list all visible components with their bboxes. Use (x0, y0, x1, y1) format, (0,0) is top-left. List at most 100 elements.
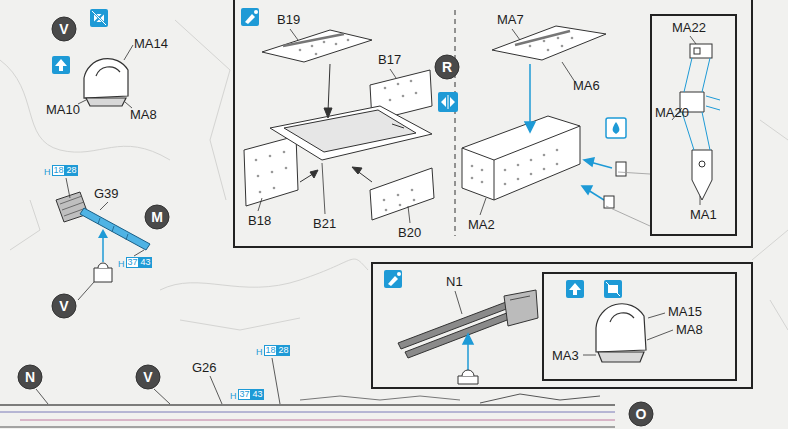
mount-part (458, 370, 478, 384)
mirror-icon (438, 92, 458, 112)
background-sketch (10, 200, 300, 330)
step-circle: V (52, 17, 76, 41)
glue-icon (606, 118, 626, 138)
bracket-part (699, 161, 705, 167)
assembly-arrow (300, 64, 404, 182)
paint-code: 43 (251, 389, 264, 400)
part-number: MA6 (573, 78, 600, 93)
step-circle: N (18, 365, 42, 389)
leader-line (512, 29, 520, 40)
turret-part (86, 98, 126, 106)
box-part (462, 126, 580, 160)
plate-holes (255, 159, 258, 162)
circle-fill (52, 17, 76, 41)
mount-part (458, 376, 478, 384)
leader-line (100, 202, 108, 210)
background-sketch (752, 120, 788, 330)
part-number: MA2 (468, 217, 495, 232)
leader-line (78, 45, 133, 108)
circle-fill (52, 294, 76, 318)
leader-line (408, 206, 410, 223)
gun-part (510, 296, 530, 300)
part-number: MA15 (668, 304, 702, 319)
plate-holes (411, 189, 414, 192)
assembly-arrow (525, 122, 535, 132)
paint-code: H (44, 167, 51, 177)
turret-part (84, 59, 128, 106)
no-glue-icon (604, 280, 622, 298)
box-holes (530, 159, 533, 162)
plate-holes (389, 99, 392, 102)
this-side-up-icon (52, 56, 70, 74)
assembly-line (684, 58, 710, 92)
leader-line (583, 355, 596, 356)
leader-line (272, 358, 280, 404)
assembly-line (706, 96, 720, 110)
paint-code: 18 (52, 165, 65, 176)
paint-icon (241, 8, 259, 26)
box-part (462, 116, 580, 200)
no-glue-icon (92, 11, 106, 25)
leader-line (583, 313, 673, 355)
divider-line (455, 10, 456, 236)
circle-fill (18, 365, 42, 389)
leader-line (672, 36, 700, 205)
assembly-arrow (463, 334, 473, 344)
this-side-up-icon (55, 59, 67, 71)
rod-part (98, 218, 128, 240)
leader-line (36, 358, 280, 404)
perforated-plate (244, 136, 298, 206)
inset-frame: MA22MA20MA1 (650, 14, 737, 236)
plate-holes (273, 187, 276, 190)
assembly-arrow (467, 342, 469, 372)
paint-code: 43 (139, 257, 152, 268)
this-side-up-icon (52, 56, 70, 74)
gun-part (504, 290, 538, 326)
turret-part (610, 313, 634, 322)
plate-holes (557, 37, 560, 40)
part-number: B19 (277, 12, 300, 27)
paint-code: H (230, 391, 237, 401)
box-holes (517, 164, 520, 167)
background-sketch (175, 20, 230, 200)
perforated-plate (515, 31, 570, 45)
leader-line (648, 313, 665, 318)
plate-holes (561, 45, 564, 48)
step-circle: V (52, 294, 76, 318)
part-number: B18 (248, 213, 271, 228)
box-part (494, 160, 495, 200)
bracket-part (692, 150, 712, 200)
rod-mount (94, 268, 112, 282)
step-letter: V (59, 299, 68, 314)
hull-tubes (0, 427, 615, 428)
assembly-arrow (328, 64, 330, 112)
plate-holes (384, 87, 387, 90)
perforated-plate (370, 168, 434, 220)
assembly-arrow (588, 190, 604, 200)
plate-holes (283, 151, 286, 154)
leader-line (36, 389, 48, 404)
part-number: B20 (398, 225, 421, 240)
rod-mount (98, 263, 108, 268)
part-number: MA8 (676, 322, 703, 337)
paint-code: 18 (264, 345, 277, 356)
inset-frame: B19B17B18B21B20MA7MA6MA2RMA22MA20MA1 (233, 0, 753, 248)
clip-part (606, 172, 650, 226)
paint-code: H (256, 347, 263, 357)
plate-holes (415, 92, 418, 95)
step-letter: O (636, 407, 647, 422)
box-holes (530, 173, 533, 176)
turret-part (596, 304, 646, 352)
plate-holes (269, 155, 272, 158)
plate-holes (547, 49, 550, 52)
step-letter: N (25, 370, 35, 385)
leader-line (66, 178, 70, 198)
leader-line (290, 29, 298, 40)
step-circle: R (435, 55, 459, 79)
no-glue-icon (92, 11, 106, 25)
plate-holes (543, 40, 546, 43)
rod-part (80, 208, 150, 250)
plate-holes (335, 43, 338, 46)
step-circle: V (136, 365, 160, 389)
clip-part (604, 196, 614, 208)
